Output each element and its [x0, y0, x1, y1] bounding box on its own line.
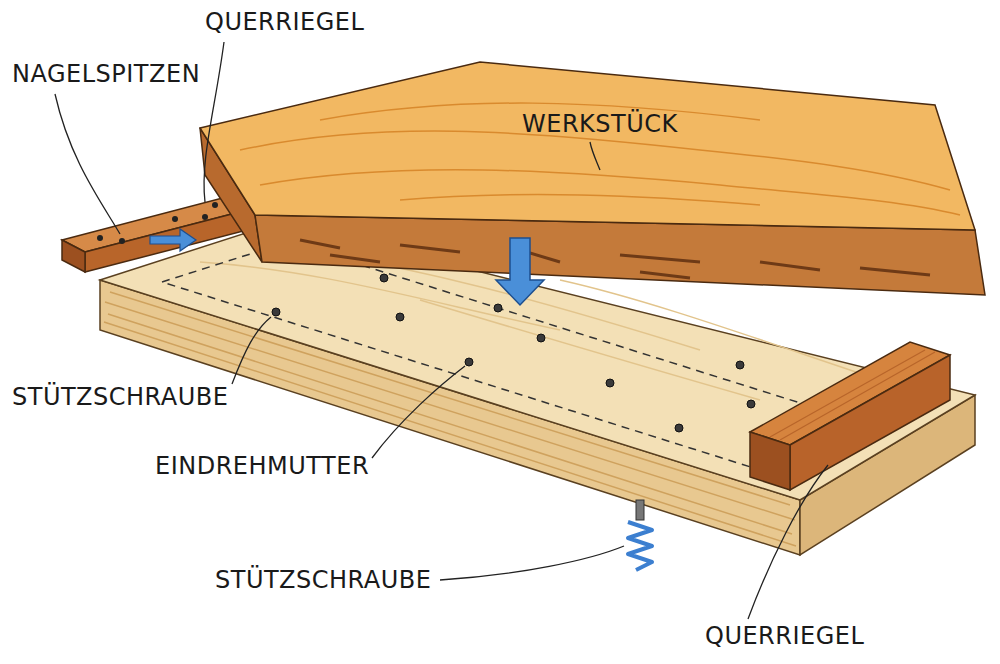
screw-hole — [272, 308, 280, 316]
nail-point — [212, 202, 218, 208]
crossbar-end — [750, 432, 790, 490]
part-label: EINDREHMUTTER — [155, 452, 369, 480]
screw-hole — [465, 358, 473, 366]
support-screw — [636, 500, 644, 520]
screw-hole — [537, 334, 545, 342]
screw-hole — [747, 400, 755, 408]
direction-arrow — [150, 229, 196, 251]
leader-line — [204, 42, 224, 202]
part-label: STÜTZSCHRAUBE — [12, 383, 228, 411]
leader-line — [372, 366, 465, 458]
screw-hole — [380, 274, 388, 282]
crossbar-front — [790, 355, 950, 490]
screw-hole — [494, 304, 502, 312]
bark-texture — [300, 240, 930, 278]
part-label: QUERRIEGEL — [705, 622, 864, 650]
leader-lines — [55, 42, 828, 619]
screw-hole — [675, 424, 683, 432]
workpiece-grain — [240, 103, 960, 215]
screw-hole — [396, 313, 404, 321]
part-label: QUERRIEGEL — [205, 8, 364, 36]
part-label: STÜTZSCHRAUBE — [215, 566, 431, 594]
nail-point — [172, 216, 178, 222]
leader-line — [440, 546, 624, 580]
direction-arrow — [496, 238, 544, 305]
nail-point — [202, 214, 208, 220]
screw-hole — [736, 361, 744, 369]
leader-line — [748, 465, 828, 619]
screw-hole — [606, 379, 614, 387]
crossbar-end — [62, 240, 85, 272]
nail-point — [119, 238, 125, 244]
support-screw-thread — [628, 522, 652, 570]
leader-line — [590, 142, 600, 170]
leader-line — [232, 317, 271, 384]
workpiece-top — [200, 62, 975, 230]
leader-line — [55, 94, 120, 234]
part-label: WERKSTÜCK — [522, 110, 678, 138]
nail-point — [97, 235, 103, 241]
part-label: NAGELSPITZEN — [12, 60, 200, 88]
